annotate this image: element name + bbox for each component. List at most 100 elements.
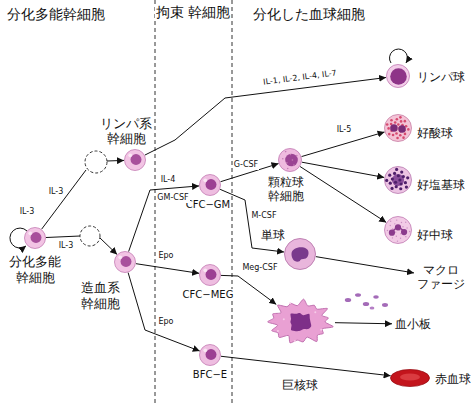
cell-label: 顆粒球 幹細胞 (267, 175, 305, 204)
cell-nucleus (121, 256, 132, 267)
cell-granule (402, 226, 403, 227)
cell-granule (395, 185, 398, 188)
cell-label: リンパ系 幹細胞 (99, 116, 153, 147)
cytokine-label: Epo (157, 251, 174, 260)
arrow-connector (300, 167, 386, 223)
cell-granule (392, 134, 395, 137)
column-header: 拘束 幹細胞 (155, 4, 231, 20)
cell-body (268, 299, 334, 343)
megakaryocyte-cell: 巨核球 (265, 298, 335, 346)
cell-illustration (114, 251, 136, 273)
neutrophil-cell: 好中球 (384, 216, 412, 244)
cell-label: 造血系 幹細胞 (80, 280, 121, 311)
cell-label: 血小板 (394, 317, 432, 331)
stem-cell: リンパ系 幹細胞 (124, 149, 146, 171)
self-renewal-loop (389, 49, 407, 63)
column-header: 分化多能幹細胞 (6, 6, 106, 22)
cell-label: CFC−MEG (182, 289, 235, 301)
cell-label: 好中球 (416, 228, 454, 242)
cell-granule (390, 225, 391, 226)
cytokine-label: Epo (157, 317, 174, 326)
cell-illustration (199, 344, 221, 366)
cell-granule (394, 181, 397, 184)
cell-label: 巨核球 (281, 378, 319, 392)
cell-illustration (24, 227, 46, 249)
cell-granule (290, 154, 292, 156)
dividing-cell-outline (80, 226, 100, 246)
cell-granule (394, 121, 397, 124)
platelet-dot (370, 307, 375, 310)
basophil-cell: 好塩基球 (384, 166, 412, 194)
cell-body (385, 167, 412, 194)
cell-label: 赤血球 (434, 372, 472, 386)
cell-illustration (199, 174, 221, 196)
cell-illustration (386, 64, 410, 88)
cell-highlight (203, 178, 207, 182)
cell-label: 単球 (260, 228, 286, 242)
cell-granule (314, 311, 316, 313)
arrow-connector (316, 257, 414, 273)
cell-granule (388, 133, 391, 136)
arrow-connector (221, 356, 391, 376)
arrow-connector (145, 78, 386, 156)
cell-granule (392, 228, 393, 229)
column-divider (232, 0, 233, 404)
cell-granule (406, 176, 409, 179)
cell-granule (394, 223, 395, 224)
erythrocyte-cell: 赤血球 (390, 369, 430, 387)
cell-body (25, 228, 46, 249)
cell-label: CFC−GM (185, 199, 231, 211)
cell-granule (293, 164, 295, 166)
cytokine-label: G-CSF (233, 160, 259, 169)
cell-nucleus (390, 68, 407, 85)
cell-nucleus-lobe (395, 224, 401, 230)
arrow-connector (129, 186, 199, 252)
cell-granule (282, 158, 284, 160)
cell-granule (390, 220, 391, 221)
cell-granule (320, 329, 322, 331)
cell-granule (402, 175, 405, 178)
cell-granule (395, 231, 396, 232)
cell-granule (405, 236, 406, 237)
cell-granule (289, 302, 291, 304)
column-header: 分化した血球細胞 (252, 6, 366, 22)
stem-cell: 分化多能 幹細胞 (24, 227, 46, 249)
cell-granule (399, 134, 402, 137)
cell-illustration (384, 216, 412, 244)
cell-granule (277, 330, 279, 332)
cell-granule (387, 127, 390, 130)
cell-granule (390, 119, 393, 122)
cell-highlight (128, 153, 132, 157)
cell-granule (393, 172, 396, 175)
cell-granule (397, 174, 400, 177)
cell-granule (387, 230, 388, 231)
cell-nucleus-lobe (401, 229, 407, 235)
text-node: 血小板 (392, 316, 434, 332)
cell-nucleus (131, 154, 142, 165)
cell-granule (389, 182, 392, 185)
cell-granule (388, 174, 391, 177)
progenitor-cell: CFC−MEG (199, 264, 221, 286)
arrow-connector (302, 132, 385, 157)
cell-nucleus (206, 179, 217, 190)
cell-granule (399, 116, 402, 119)
granulocyte-stem-cell: 顆粒球 幹細胞 (278, 148, 302, 172)
arrow-connector (42, 160, 124, 229)
cell-granule (399, 187, 402, 190)
cell-nucleus (291, 247, 308, 261)
cell-illustration (265, 298, 335, 346)
cell-illustration (390, 369, 430, 387)
cell-nucleus (392, 174, 404, 186)
cell-body (391, 370, 430, 387)
cell-granule (395, 168, 398, 171)
cell-granule (285, 151, 287, 153)
cell-illustration (278, 148, 302, 172)
progenitor-cell: BFC−E (199, 344, 221, 366)
cell-label: 分化多能 幹細胞 (8, 254, 62, 285)
cell-illustration (199, 264, 221, 286)
cell-body (200, 345, 221, 366)
cytokine-label: GM-CSF (156, 193, 189, 202)
cell-granule (397, 123, 400, 126)
